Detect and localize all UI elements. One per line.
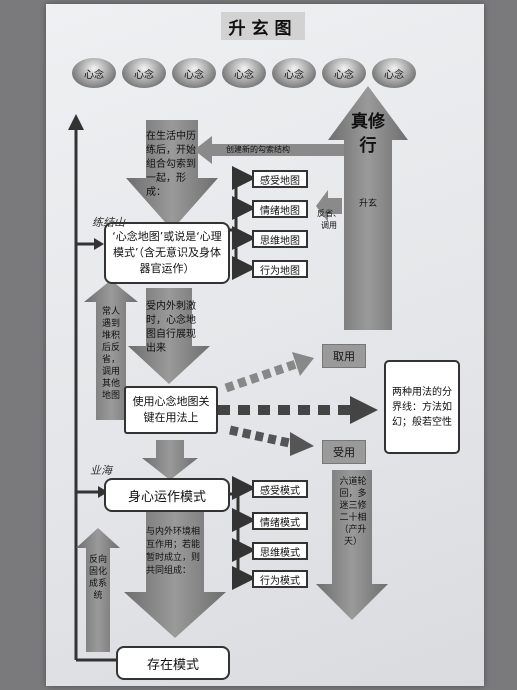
map-thought: 思维地图 bbox=[252, 230, 308, 248]
qu-yong-label: 取用 bbox=[322, 344, 366, 368]
shou-yong-label: 受用 bbox=[322, 440, 366, 464]
operating-mode-box: 身心运作模式 bbox=[104, 478, 230, 512]
page-title: 升玄图 bbox=[221, 12, 305, 40]
left-up-arrow-middle bbox=[84, 280, 138, 420]
sheng-xuan-text: 升玄 bbox=[358, 199, 377, 209]
left-mid-text: 常人遇到堆积后反省，调用其他地图 bbox=[101, 307, 120, 401]
mind-map-box: ‘心念地图’或说是‘心理模式’（含无意识及身体器官运作） bbox=[104, 222, 230, 284]
zhen-xiu-xing-arrow bbox=[328, 86, 408, 330]
middle-down-arrow bbox=[128, 288, 210, 384]
usage-boundary-box: 两种用法的分界线：方法如幻；般若空性 bbox=[384, 360, 460, 454]
top-arrow-text: 在生活中历练后，开始组合勾索到一起，形成： bbox=[146, 131, 196, 198]
mode-thought: 思维模式 bbox=[252, 542, 308, 560]
bubble-3: 心念 bbox=[172, 58, 216, 88]
map-action: 行为地图 bbox=[252, 260, 308, 278]
use-map-box: 使用心念地图关键在用法上 bbox=[124, 386, 218, 434]
zhen-xiu-xing-text: 真修行 bbox=[351, 112, 385, 156]
liu-dao-arrow bbox=[316, 470, 388, 620]
auto-show-text: 受内外刺激时，心念地图自行展现出来 bbox=[146, 301, 196, 354]
fan-sheng-text: 反省、调用 bbox=[317, 209, 341, 230]
bubble-5: 心念 bbox=[272, 58, 316, 88]
bubble-7: 心念 bbox=[372, 58, 416, 88]
mode-emotion: 情绪模式 bbox=[252, 512, 308, 530]
handwriting-bottom: 业海 bbox=[90, 464, 112, 477]
mode-action: 行为模式 bbox=[252, 570, 308, 588]
map-emotion: 情绪地图 bbox=[252, 200, 308, 218]
bottom-down-arrow bbox=[124, 512, 226, 638]
left-bottom-text: 反向固化成系统 bbox=[88, 555, 107, 601]
create-structure-arrow bbox=[194, 136, 344, 164]
bubble-6: 心念 bbox=[322, 58, 366, 88]
handwriting-top: 练结山 bbox=[92, 216, 125, 229]
create-structure-text: 创建新的勾索结构 bbox=[226, 145, 290, 154]
bottom-mid-text: 与内外环境相互作用；若能暂时成立，则共同组成： bbox=[146, 527, 201, 576]
map-feeling: 感受地图 bbox=[252, 170, 308, 188]
mode-feeling: 感受模式 bbox=[252, 480, 308, 498]
bubble-2: 心念 bbox=[122, 58, 166, 88]
liu-dao-text: 六道轮回，多迷三修二十相（产升天） bbox=[339, 477, 367, 547]
bubble-1: 心念 bbox=[72, 58, 116, 88]
existence-mode-box: 存在模式 bbox=[116, 646, 230, 680]
bubble-4: 心念 bbox=[222, 58, 266, 88]
top-down-arrow bbox=[126, 120, 218, 230]
left-up-arrow-bottom bbox=[76, 528, 120, 652]
